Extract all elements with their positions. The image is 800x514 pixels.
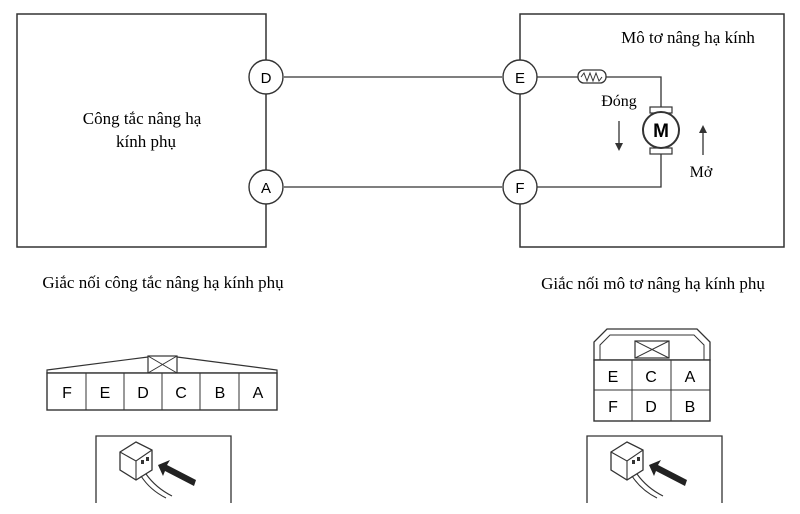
- motor-plug-illustration: [586, 435, 723, 503]
- plug-icon: [119, 441, 173, 499]
- motor-box: [519, 13, 785, 248]
- motor-connector: E C A F D B: [593, 328, 711, 422]
- motor-pin: E: [608, 369, 619, 386]
- motor-pin: B: [685, 399, 696, 416]
- arrow-icon: [649, 460, 687, 486]
- switch-label-line1: Công tắc nâng hạ: [83, 109, 202, 128]
- switch-pin: E: [100, 385, 111, 402]
- motor-pin: A: [685, 369, 696, 386]
- terminal-f: F: [502, 169, 538, 205]
- switch-connector: F E D C B A: [46, 355, 278, 411]
- motor-icon: M: [642, 106, 680, 155]
- switch-pin: A: [253, 385, 264, 402]
- open-label: Mở: [690, 164, 713, 181]
- wire-motor-f: [537, 152, 662, 188]
- resistor-icon: [577, 69, 607, 84]
- switch-plug-illustration: [95, 435, 232, 503]
- svg-text:A: A: [261, 180, 271, 197]
- open-arrow-icon: [699, 125, 707, 155]
- close-label: Đóng: [601, 93, 637, 110]
- switch-connector-caption: Giắc nối công tắc nâng hạ kính phụ: [42, 273, 284, 292]
- motor-pin: F: [608, 399, 618, 416]
- terminal-a: A: [248, 169, 284, 205]
- motor-pin: C: [645, 369, 657, 386]
- svg-text:E: E: [515, 70, 525, 87]
- motor-symbol: M: [653, 121, 669, 142]
- terminal-e: E: [502, 59, 538, 95]
- wire-resistor-motor: [606, 76, 662, 110]
- svg-text:F: F: [515, 180, 524, 197]
- arrow-icon: [158, 460, 196, 486]
- motor-pin: D: [645, 399, 657, 416]
- svg-text:D: D: [261, 70, 272, 87]
- switch-box: [16, 13, 267, 248]
- close-arrow-icon: [615, 121, 623, 151]
- plug-icon: [610, 441, 664, 499]
- switch-pin: C: [175, 385, 187, 402]
- switch-pin: D: [137, 385, 149, 402]
- terminal-d: D: [248, 59, 284, 95]
- motor-connector-caption: Giắc nối mô tơ nâng hạ kính phụ: [541, 274, 765, 293]
- switch-pin: B: [215, 385, 226, 402]
- switch-pin: F: [62, 385, 72, 402]
- motor-box-title: Mô tơ nâng hạ kính: [621, 28, 755, 47]
- switch-label-line2: kính phụ: [116, 132, 176, 151]
